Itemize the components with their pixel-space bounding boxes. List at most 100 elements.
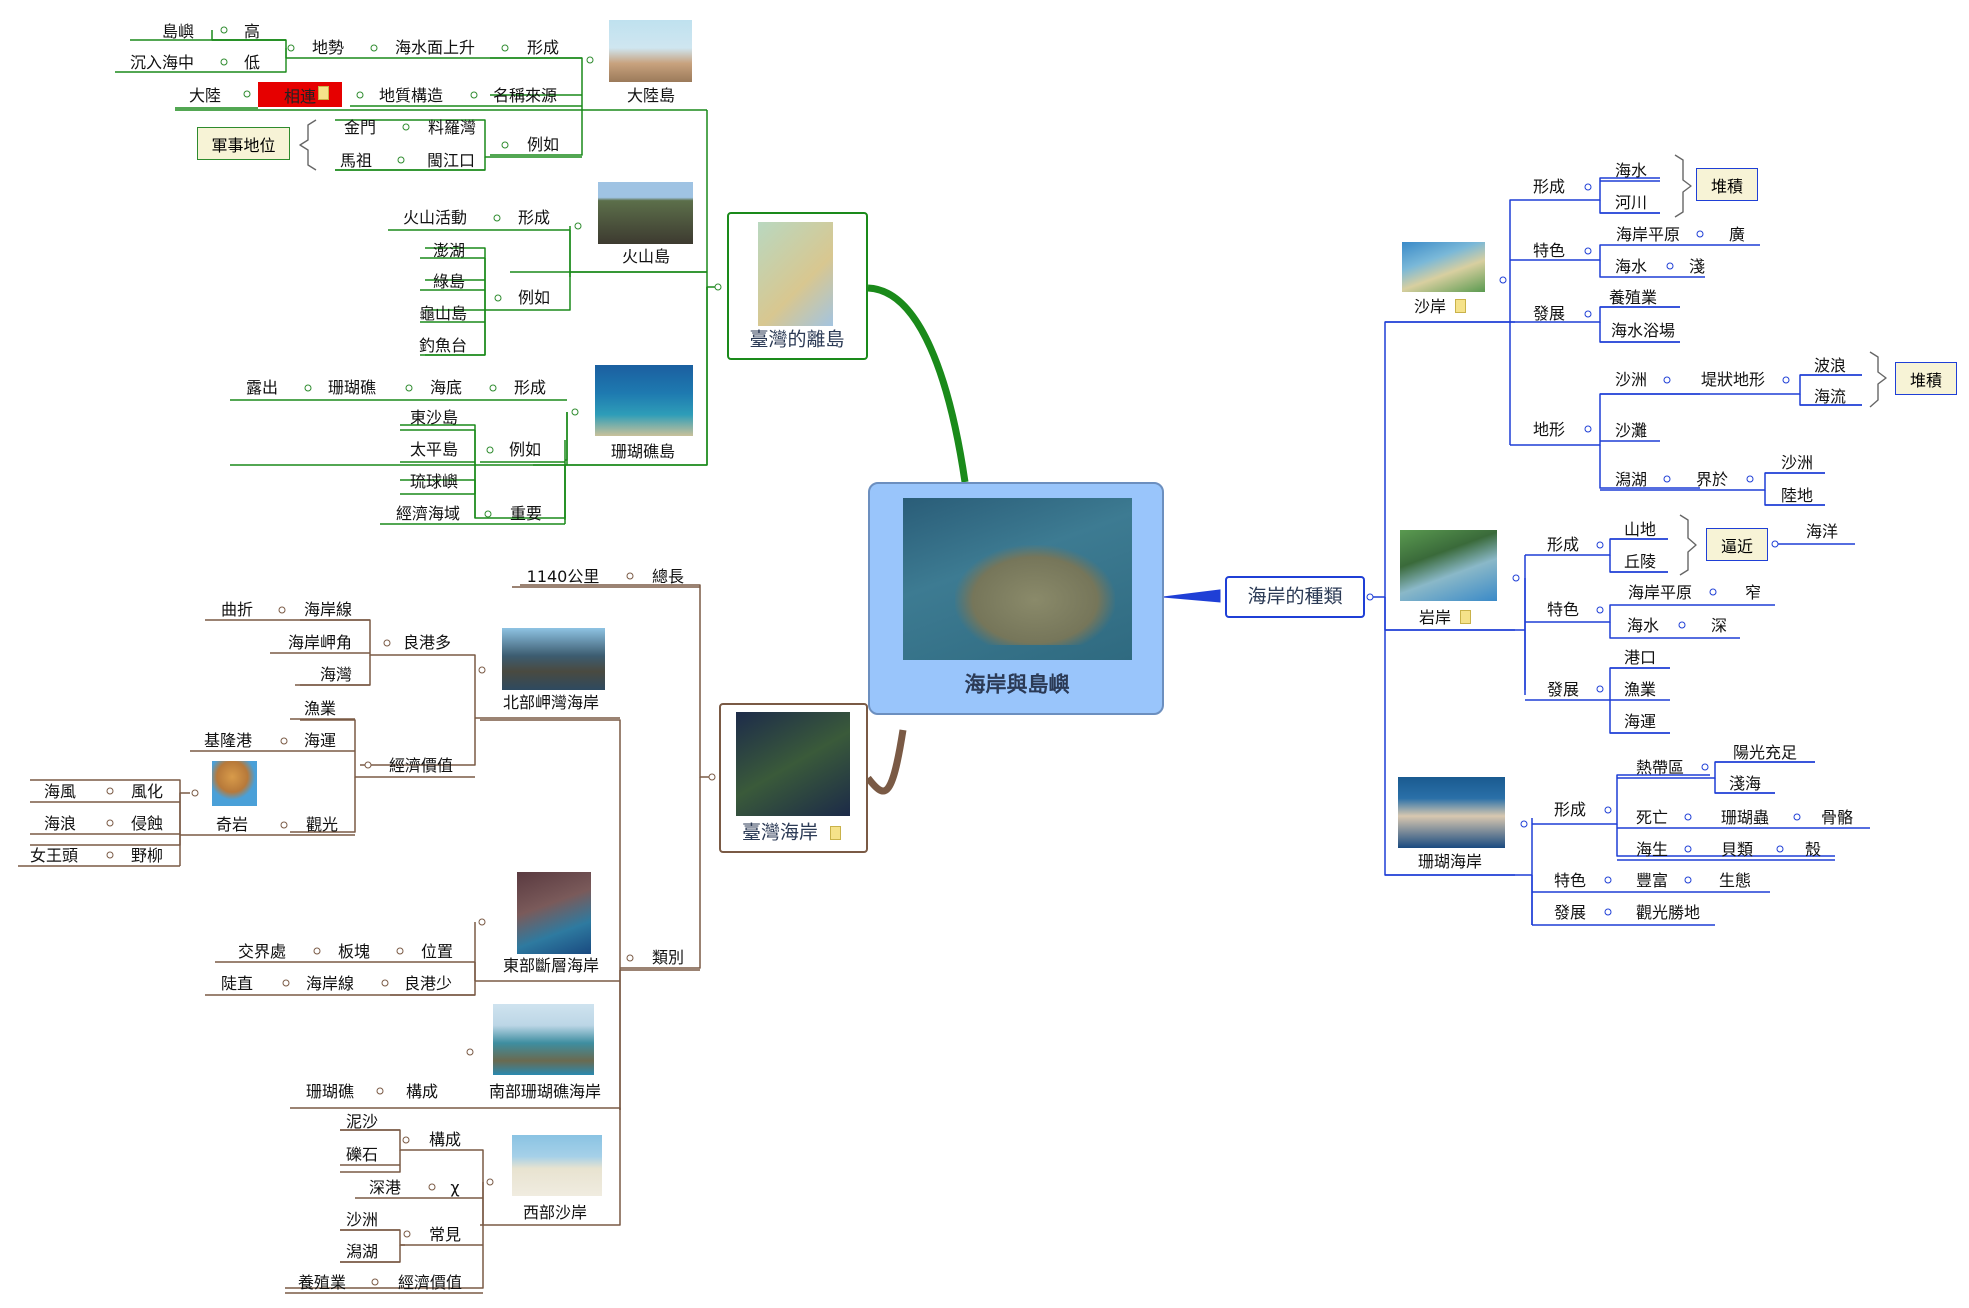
death-node[interactable]: 死亡 (1635, 808, 1669, 827)
island-node[interactable]: 島嶼 (161, 22, 195, 41)
shellfish-node[interactable]: 貝類 (1720, 840, 1754, 859)
rock-coast-node[interactable]: 岩岸 (1418, 608, 1452, 627)
polyp-node[interactable]: 珊瑚蟲 (1720, 808, 1770, 827)
sand-plain-node[interactable]: 海岸平原 (1615, 225, 1681, 244)
coral-formation-node[interactable]: 形成 (1553, 800, 1587, 819)
collapse-toggle-icon[interactable] (396, 947, 404, 955)
rich-node[interactable]: 豐富 (1635, 871, 1669, 890)
weathering-node[interactable]: 風化 (130, 782, 164, 801)
green-island-node[interactable]: 綠島 (432, 272, 466, 291)
collapse-toggle-icon[interactable] (489, 384, 497, 392)
collapse-toggle-icon[interactable] (714, 283, 722, 291)
coastline-node[interactable]: 海岸線 (303, 600, 353, 619)
collapse-toggle-icon[interactable] (1701, 763, 1709, 771)
coral-example-node[interactable]: 例如 (508, 440, 542, 459)
wide-node[interactable]: 廣 (1728, 225, 1746, 244)
collapse-toggle-icon[interactable] (1696, 230, 1704, 238)
collapse-toggle-icon[interactable] (1709, 588, 1717, 596)
collapse-toggle-icon[interactable] (1584, 247, 1592, 255)
branch-islands-label[interactable]: 臺灣的離島 (749, 328, 845, 351)
collapse-toggle-icon[interactable] (397, 156, 405, 164)
length-value-node[interactable]: 1140公里 (526, 567, 600, 586)
coral-formation-node[interactable]: 形成 (513, 378, 547, 397)
river-node[interactable]: 河川 (1614, 193, 1648, 212)
collapse-toggle-icon[interactable] (586, 56, 594, 64)
collapse-toggle-icon[interactable] (1596, 685, 1604, 693)
aqua-node[interactable]: 養殖業 (1608, 288, 1658, 307)
collapse-toggle-icon[interactable] (486, 446, 494, 454)
waves-node[interactable]: 波浪 (1813, 356, 1847, 375)
collapse-toggle-icon[interactable] (1666, 262, 1674, 270)
west-coast-node[interactable]: 西部沙岸 (522, 1203, 588, 1222)
volcano-activity-node[interactable]: 火山活動 (402, 208, 468, 227)
tour-spot-node[interactable]: 觀光勝地 (1635, 903, 1701, 922)
coral-reef-node[interactable]: 珊瑚礁 (327, 378, 377, 397)
collapse-toggle-icon[interactable] (106, 851, 114, 859)
collapse-toggle-icon[interactable] (381, 979, 389, 987)
collapse-toggle-icon[interactable] (574, 222, 582, 230)
collapse-toggle-icon[interactable] (1584, 425, 1592, 433)
econ-node[interactable]: 經濟價值 (388, 756, 454, 775)
example-node[interactable]: 例如 (526, 135, 560, 154)
collapse-toggle-icon[interactable] (1366, 593, 1374, 601)
collapse-toggle-icon[interactable] (304, 384, 312, 392)
queen-node[interactable]: 女王頭 (29, 846, 79, 865)
e-coastline-node[interactable]: 海岸線 (305, 974, 355, 993)
collapse-toggle-icon[interactable] (383, 639, 391, 647)
shallow-node[interactable]: 淺 (1688, 257, 1706, 276)
liaoluo-node[interactable]: 料羅灣 (427, 118, 477, 137)
sand-sea-node[interactable]: 海水 (1614, 257, 1648, 276)
kinmen-node[interactable]: 金門 (343, 118, 377, 137)
formation-node[interactable]: 形成 (526, 38, 560, 57)
eez-node[interactable]: 經濟海域 (395, 504, 461, 523)
matsu-node[interactable]: 馬祖 (339, 151, 373, 170)
collapse-toggle-icon[interactable] (1782, 376, 1790, 384)
connected-tag[interactable]: 相連 (258, 82, 342, 107)
collapse-toggle-icon[interactable] (1520, 820, 1528, 828)
collapse-toggle-icon[interactable] (1604, 908, 1612, 916)
collapse-toggle-icon[interactable] (493, 214, 501, 222)
skeleton-node[interactable]: 骨骼 (1820, 808, 1854, 827)
collapse-toggle-icon[interactable] (1776, 845, 1784, 853)
diaoyutai-node[interactable]: 釣魚台 (418, 336, 468, 355)
w-econ-node[interactable]: 經濟價值 (397, 1273, 463, 1292)
rock-sea-node[interactable]: 海水 (1626, 616, 1660, 635)
name-origin-node[interactable]: 名稱來源 (492, 86, 558, 105)
note-icon[interactable] (1460, 610, 1471, 624)
taiping-node[interactable]: 太平島 (409, 440, 459, 459)
dike-node[interactable]: 堤狀地形 (1700, 370, 1766, 389)
x-mark-node[interactable]: χ (450, 1178, 460, 1197)
seabed-node[interactable]: 海底 (429, 378, 463, 397)
geology-node[interactable]: 地質構造 (378, 86, 444, 105)
collapse-toggle-icon[interactable] (571, 408, 579, 416)
collapse-toggle-icon[interactable] (1512, 574, 1520, 582)
r-shipping-node[interactable]: 海運 (1623, 712, 1657, 731)
near-tag[interactable]: 逼近 (1706, 528, 1768, 561)
currents-node[interactable]: 海流 (1813, 387, 1847, 406)
branch-coast-types[interactable] (1225, 576, 1365, 618)
collapse-toggle-icon[interactable] (1584, 310, 1592, 318)
beach-node[interactable]: 沙灘 (1614, 421, 1648, 440)
dongsha-node[interactable]: 東沙島 (409, 408, 459, 427)
branch-coast-label[interactable]: 臺灣海岸 (741, 821, 819, 844)
good-ports-node[interactable]: 良港多 (402, 633, 452, 652)
landform-node[interactable]: 地形 (1532, 420, 1566, 439)
deep-port-node[interactable]: 深港 (368, 1178, 402, 1197)
coral-develop-node[interactable]: 發展 (1553, 903, 1587, 922)
collapse-toggle-icon[interactable] (106, 819, 114, 827)
ocean-node[interactable]: 海洋 (1805, 522, 1839, 541)
few-ports-node[interactable]: 良港少 (403, 974, 453, 993)
note-icon[interactable] (1455, 299, 1466, 313)
collapse-toggle-icon[interactable] (402, 1136, 410, 1144)
rock-plain-node[interactable]: 海岸平原 (1627, 583, 1693, 602)
collapse-toggle-icon[interactable] (484, 510, 492, 518)
collapse-toggle-icon[interactable] (1684, 845, 1692, 853)
collapse-toggle-icon[interactable] (1663, 475, 1671, 483)
collapse-toggle-icon[interactable] (243, 90, 251, 98)
length-label-node[interactable]: 總長 (651, 567, 685, 586)
penghu-node[interactable]: 澎湖 (432, 241, 466, 260)
yehliu-node[interactable]: 野柳 (130, 846, 164, 865)
collapse-toggle-icon[interactable] (1604, 806, 1612, 814)
w-composition-node[interactable]: 構成 (428, 1130, 462, 1149)
sandbar-node[interactable]: 沙洲 (1614, 370, 1648, 389)
